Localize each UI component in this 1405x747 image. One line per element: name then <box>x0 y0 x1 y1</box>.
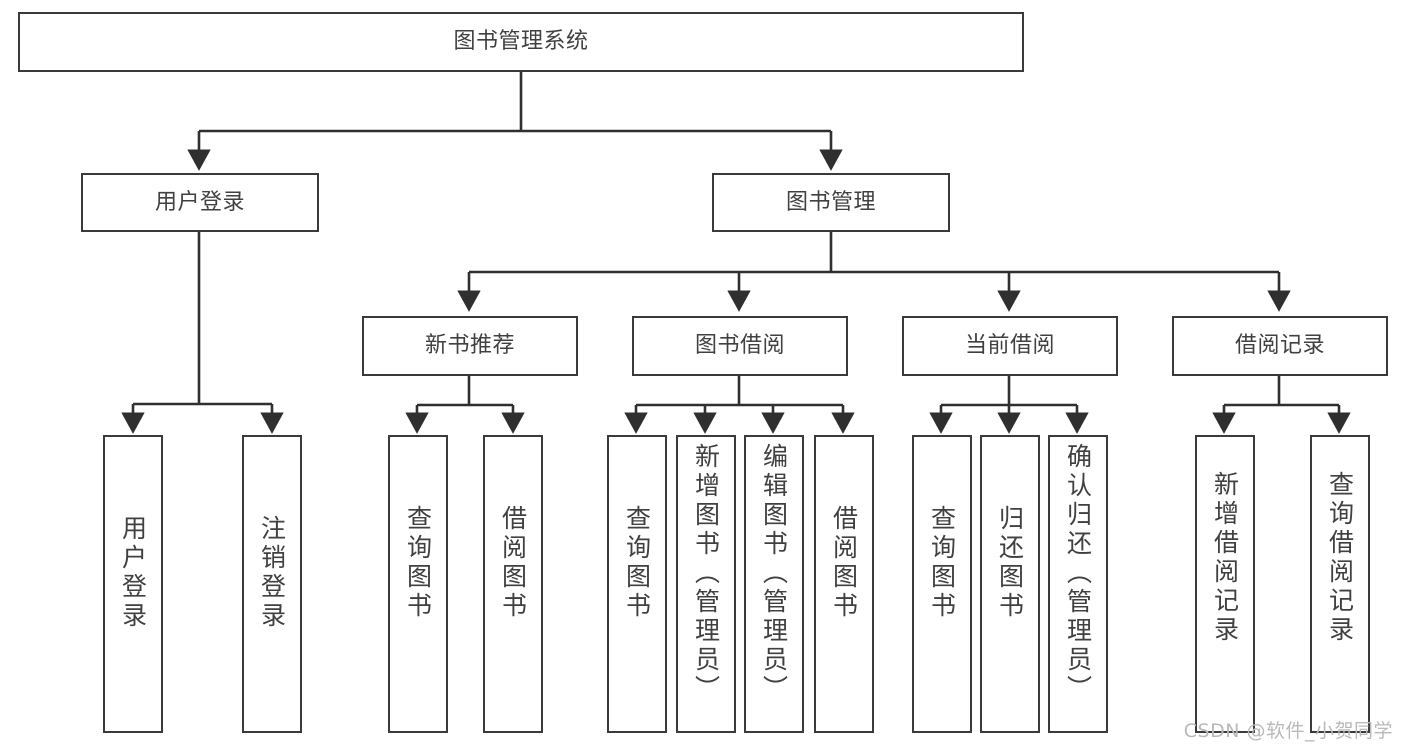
leaf-add-record-label: 新增借阅记录 <box>1210 471 1240 645</box>
node-root-label: 图书管理系统 <box>453 29 589 55</box>
leaf-query-record[interactable]: 查询借阅记录 <box>1310 435 1370 733</box>
node-current-borrow[interactable]: 当前借阅 <box>902 316 1118 376</box>
leaf-query-book-3-label: 查询图书 <box>927 505 957 621</box>
node-borrow-record[interactable]: 借阅记录 <box>1172 316 1388 376</box>
leaf-confirm-return-label: 确认归还（管理员） <box>1063 443 1093 704</box>
leaf-query-book-3[interactable]: 查询图书 <box>912 435 972 733</box>
leaf-borrow-book-1-label: 借阅图书 <box>498 505 528 621</box>
node-borrow-record-label: 借阅记录 <box>1234 333 1325 359</box>
leaf-query-book-2-label: 查询图书 <box>622 505 652 621</box>
node-book-manage[interactable]: 图书管理 <box>712 173 950 232</box>
leaf-borrow-book-1[interactable]: 借阅图书 <box>483 435 543 733</box>
leaf-edit-book[interactable]: 编辑图书（管理员） <box>744 435 804 733</box>
leaf-logout-label: 注销登录 <box>257 515 287 631</box>
leaf-confirm-return[interactable]: 确认归还（管理员） <box>1048 435 1108 733</box>
node-new-book-rec[interactable]: 新书推荐 <box>362 316 578 376</box>
leaf-query-book-1[interactable]: 查询图书 <box>388 435 448 733</box>
leaf-borrow-book-2[interactable]: 借阅图书 <box>814 435 874 733</box>
leaf-edit-book-label: 编辑图书（管理员） <box>759 443 789 704</box>
leaf-query-record-label: 查询借阅记录 <box>1325 471 1355 645</box>
leaf-user-login[interactable]: 用户登录 <box>103 435 163 733</box>
leaf-logout[interactable]: 注销登录 <box>242 435 302 733</box>
node-user-login-label: 用户登录 <box>154 189 245 215</box>
leaf-return-book[interactable]: 归还图书 <box>980 435 1040 733</box>
node-book-manage-label: 图书管理 <box>785 189 876 215</box>
node-new-book-rec-label: 新书推荐 <box>424 333 515 359</box>
leaf-return-book-label: 归还图书 <box>995 505 1025 621</box>
leaf-add-book[interactable]: 新增图书（管理员） <box>676 435 736 733</box>
leaf-query-book-1-label: 查询图书 <box>403 505 433 621</box>
node-user-login[interactable]: 用户登录 <box>81 173 319 232</box>
node-root[interactable]: 图书管理系统 <box>18 12 1024 72</box>
leaf-query-book-2[interactable]: 查询图书 <box>607 435 667 733</box>
leaf-add-record[interactable]: 新增借阅记录 <box>1195 435 1255 733</box>
node-current-borrow-label: 当前借阅 <box>964 333 1055 359</box>
node-book-borrow-label: 图书借阅 <box>694 333 785 359</box>
node-book-borrow[interactable]: 图书借阅 <box>632 316 848 376</box>
leaf-borrow-book-2-label: 借阅图书 <box>829 505 859 621</box>
watermark-text: CSDN @软件_小贺同学 <box>1183 720 1393 742</box>
leaf-add-book-label: 新增图书（管理员） <box>691 443 721 704</box>
leaf-user-login-label: 用户登录 <box>118 515 148 631</box>
